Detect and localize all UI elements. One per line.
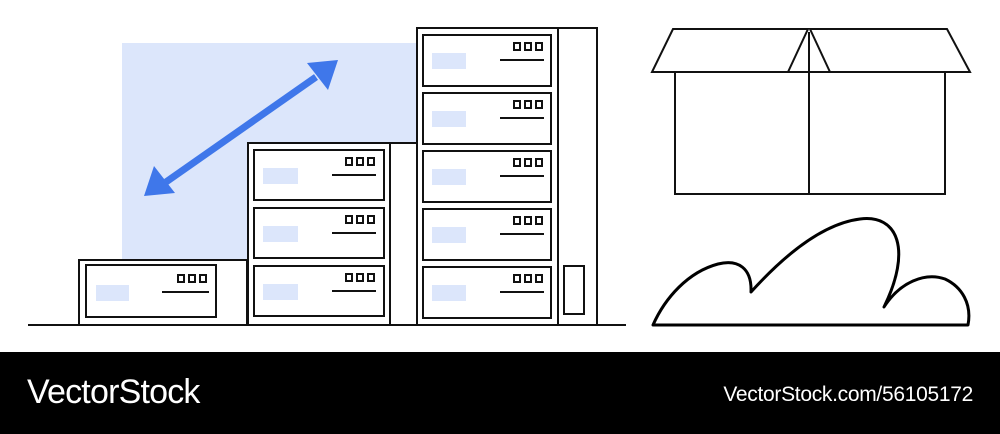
watermark-footer: VectorStock VectorStock.com/56105172 [0, 352, 1000, 434]
double-arrow-icon [144, 60, 338, 196]
tall-server [416, 27, 598, 326]
small-server [78, 259, 248, 326]
cloud-icon [651, 217, 971, 327]
brand-logo-text: VectorStock [27, 373, 200, 411]
open-box-icon [650, 28, 972, 195]
illustration-canvas [28, 27, 972, 327]
medium-server [247, 142, 418, 326]
stock-id-link[interactable]: VectorStock.com/56105172 [723, 383, 973, 406]
tall-server-door-handle [563, 265, 585, 315]
